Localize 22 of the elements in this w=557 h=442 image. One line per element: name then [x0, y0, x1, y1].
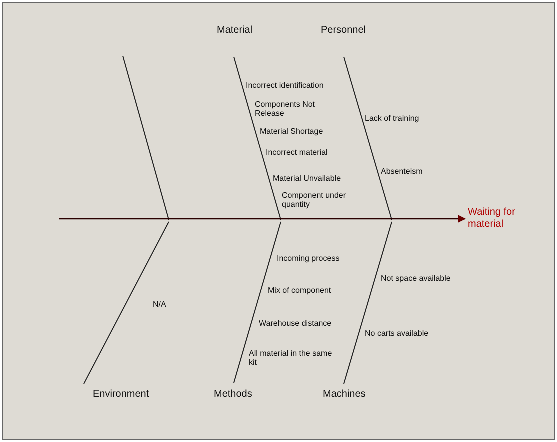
category-label: Machines — [323, 389, 366, 401]
cause-label: Lack of training — [365, 114, 420, 123]
category-label: Methods — [214, 389, 252, 401]
arrow — [59, 215, 466, 223]
cause-label: All material in the same kit — [249, 349, 334, 367]
category-label: Environment — [93, 389, 150, 401]
cause-label: Component under quantity — [282, 191, 348, 209]
cause-label: Material Unvailable — [273, 174, 342, 183]
cause-label: Mix of component — [268, 286, 332, 295]
cause-label: Components Not Release — [255, 100, 316, 118]
cause-label: Incorrect material — [266, 148, 328, 157]
cause-label: Absenteism — [381, 167, 423, 176]
cause-label: Material Shortage — [260, 127, 324, 136]
cause-label: Incorrect identification — [246, 81, 324, 90]
cause-label: Not space available — [381, 274, 451, 283]
category-label: Personnel — [321, 25, 366, 37]
cause-label: Incoming process — [277, 254, 340, 263]
cause-label: No carts available — [365, 329, 429, 338]
cause-label: N/A — [153, 300, 166, 309]
category-label: Material — [217, 25, 253, 37]
cause-label: Warehouse distance — [259, 319, 332, 328]
effect-label: Waiting for material — [468, 207, 538, 231]
